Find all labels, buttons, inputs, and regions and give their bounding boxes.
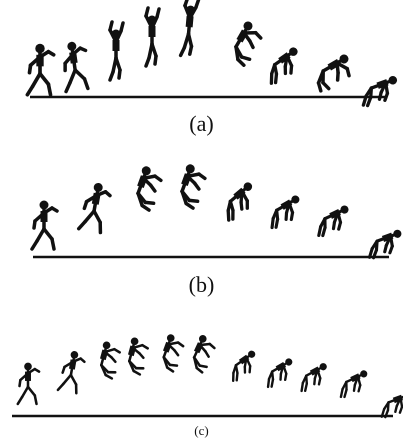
caption-c: (c) <box>194 423 209 438</box>
jumper-figure <box>63 41 90 94</box>
jumper-figure <box>108 20 125 82</box>
jumper-figure <box>144 6 161 68</box>
jumper-figure <box>317 205 349 238</box>
jumper-figure <box>178 0 201 58</box>
panel-a: (a) <box>0 0 403 140</box>
jumper-figure <box>192 335 216 374</box>
jumper-figure <box>99 341 121 380</box>
panel-c: (c) <box>0 320 403 441</box>
caption-b: (b) <box>188 272 215 297</box>
jumper-figure <box>380 392 403 419</box>
jumper-figure <box>231 350 256 383</box>
jumper-figure <box>56 351 86 395</box>
jumper-figure <box>234 21 263 67</box>
jumper-figure <box>367 229 402 260</box>
jumper-figure <box>16 362 41 406</box>
jump-sequence-a-figure <box>25 0 398 108</box>
jumper-figure <box>361 75 398 108</box>
jumper-figure <box>136 166 163 212</box>
jumper-figure <box>316 54 351 93</box>
jumper-figure <box>226 182 253 222</box>
jump-sequence-c-figure <box>12 334 403 419</box>
jumper-figure <box>300 363 327 393</box>
jumper-figure <box>266 358 293 389</box>
jumper-figure <box>180 164 207 210</box>
panel-b: (b) <box>0 155 403 297</box>
jumper-figure <box>77 182 112 235</box>
jumper-figure <box>25 43 56 97</box>
caption-a: (a) <box>189 111 214 136</box>
jump-sequence-b-figure <box>30 164 402 260</box>
jumper-figure <box>162 334 185 373</box>
jumper-figure <box>339 370 368 399</box>
jumper-figure <box>270 195 300 230</box>
jumper-figure <box>30 200 59 251</box>
jumper-figure <box>269 47 298 85</box>
jumper-figure <box>127 337 149 376</box>
